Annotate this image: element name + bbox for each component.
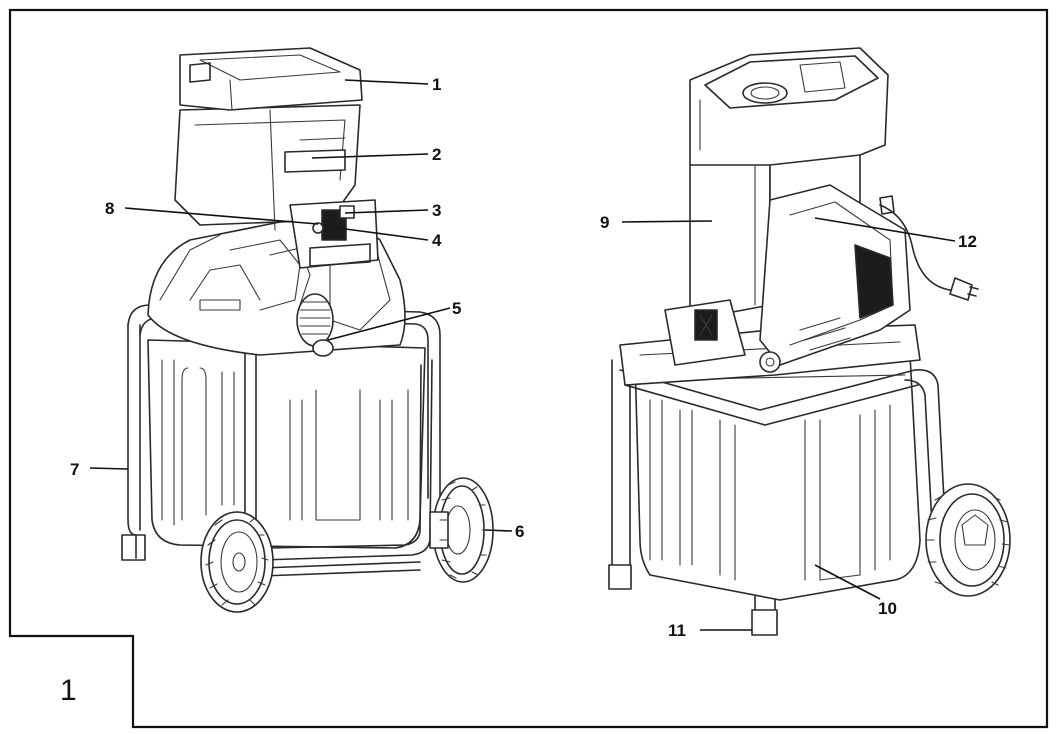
callout-12: 12 <box>958 232 977 251</box>
figure-frame <box>8 8 1049 729</box>
right-left-leg <box>611 359 631 571</box>
callout-11: 11 <box>668 621 686 640</box>
left-leg-foot <box>121 534 146 561</box>
reset-button <box>312 222 324 234</box>
right-wheel <box>925 483 1011 597</box>
collection-bin-rear <box>634 354 921 601</box>
shredder-front-view <box>121 47 494 613</box>
left-wheel-rear <box>429 477 494 583</box>
callout-3: 3 <box>432 201 441 220</box>
callout-7: 7 <box>70 460 79 479</box>
callout-10: 10 <box>878 599 897 618</box>
leader-lines <box>89 79 956 631</box>
callout-9: 9 <box>600 213 609 232</box>
leg-cap <box>751 609 778 636</box>
shredder-rear-view <box>608 47 1011 636</box>
callout-1: 1 <box>432 75 441 94</box>
hopper-lid <box>179 47 363 111</box>
left-leg-frame <box>127 324 137 559</box>
motor-cover <box>759 184 911 366</box>
figure-number: 1 <box>60 674 77 707</box>
callout-2: 2 <box>432 145 441 164</box>
callout-4: 4 <box>432 231 442 250</box>
hopper-body <box>689 159 771 321</box>
callout-8: 8 <box>105 199 114 218</box>
collection-bin-front <box>147 339 426 549</box>
callout-5: 5 <box>452 299 461 318</box>
power-plug <box>949 277 973 301</box>
callout-6: 6 <box>515 522 524 541</box>
left-wheel-front <box>200 511 274 613</box>
callout-labels: 1 2 3 4 5 6 7 8 9 10 11 12 <box>70 75 977 640</box>
